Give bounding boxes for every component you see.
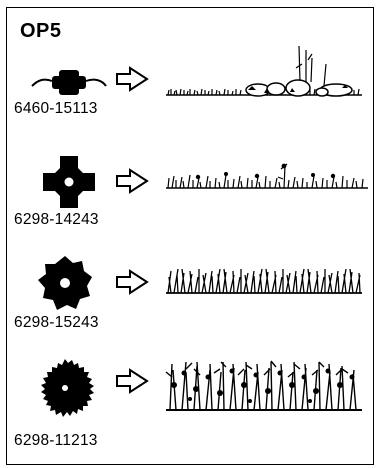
eight-tooth-grass-blade-icon xyxy=(38,256,92,310)
arrow-right-icon xyxy=(116,269,149,295)
tool-row-4: 6298-11213 xyxy=(0,358,383,463)
arrow-right-icon xyxy=(116,66,149,92)
arrow-right-icon xyxy=(116,168,149,194)
circular-saw-blade-icon xyxy=(41,359,94,417)
part-number-label: 6298-15243 xyxy=(14,314,99,331)
grass-and-weeds-illustration xyxy=(166,163,368,189)
page-title: OP5 xyxy=(20,20,62,42)
four-tooth-grass-blade-icon xyxy=(43,156,95,208)
trimmer-line-head-icon xyxy=(31,70,107,95)
short-grass-with-stones-illustration xyxy=(166,45,362,97)
tool-row-3: 6298-15243 xyxy=(0,255,383,360)
brush-and-thicket-illustration xyxy=(165,360,362,411)
part-number-label: 6298-14243 xyxy=(14,211,99,228)
arrow-right-icon xyxy=(116,368,149,394)
dense-grass-illustration xyxy=(166,268,362,294)
part-number-label: 6460-15113 xyxy=(14,100,98,117)
tool-row-1: 6460-15113 xyxy=(0,45,383,155)
part-number-label: 6298-11213 xyxy=(14,432,98,449)
tool-row-2: 6298-14243 xyxy=(0,155,383,260)
